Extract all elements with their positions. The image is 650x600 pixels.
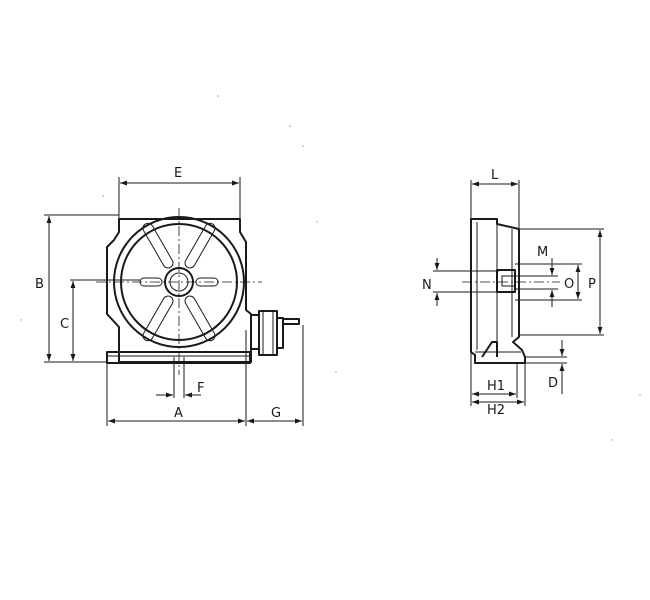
side-foot-bracket [481, 341, 498, 358]
label-M: M [537, 245, 548, 260]
t-slots [139, 222, 219, 342]
label-H1: H1 [487, 379, 505, 394]
label-L: L [491, 168, 499, 183]
label-E: E [174, 166, 182, 181]
label-N: N [422, 278, 432, 293]
label-D: D [548, 376, 558, 391]
t-slot [142, 295, 174, 342]
label-B: B [35, 277, 44, 292]
label-A: A [174, 406, 183, 421]
t-slot [184, 295, 216, 342]
label-G: G [271, 406, 281, 421]
front-base-plate [106, 351, 251, 364]
front-view: E B C F A G [35, 166, 304, 426]
worm-shaft-housing [250, 310, 300, 356]
t-slot [142, 222, 174, 269]
front-housing-outline [106, 218, 252, 363]
label-C: C [60, 317, 69, 332]
scan-specks [20, 95, 641, 441]
label-P: P [588, 277, 596, 292]
label-H2: H2 [487, 403, 505, 418]
label-F: F [197, 381, 204, 396]
side-view: L M N O P D H1 H2 [422, 168, 604, 418]
label-O: O [564, 277, 574, 292]
t-slot [184, 222, 216, 269]
